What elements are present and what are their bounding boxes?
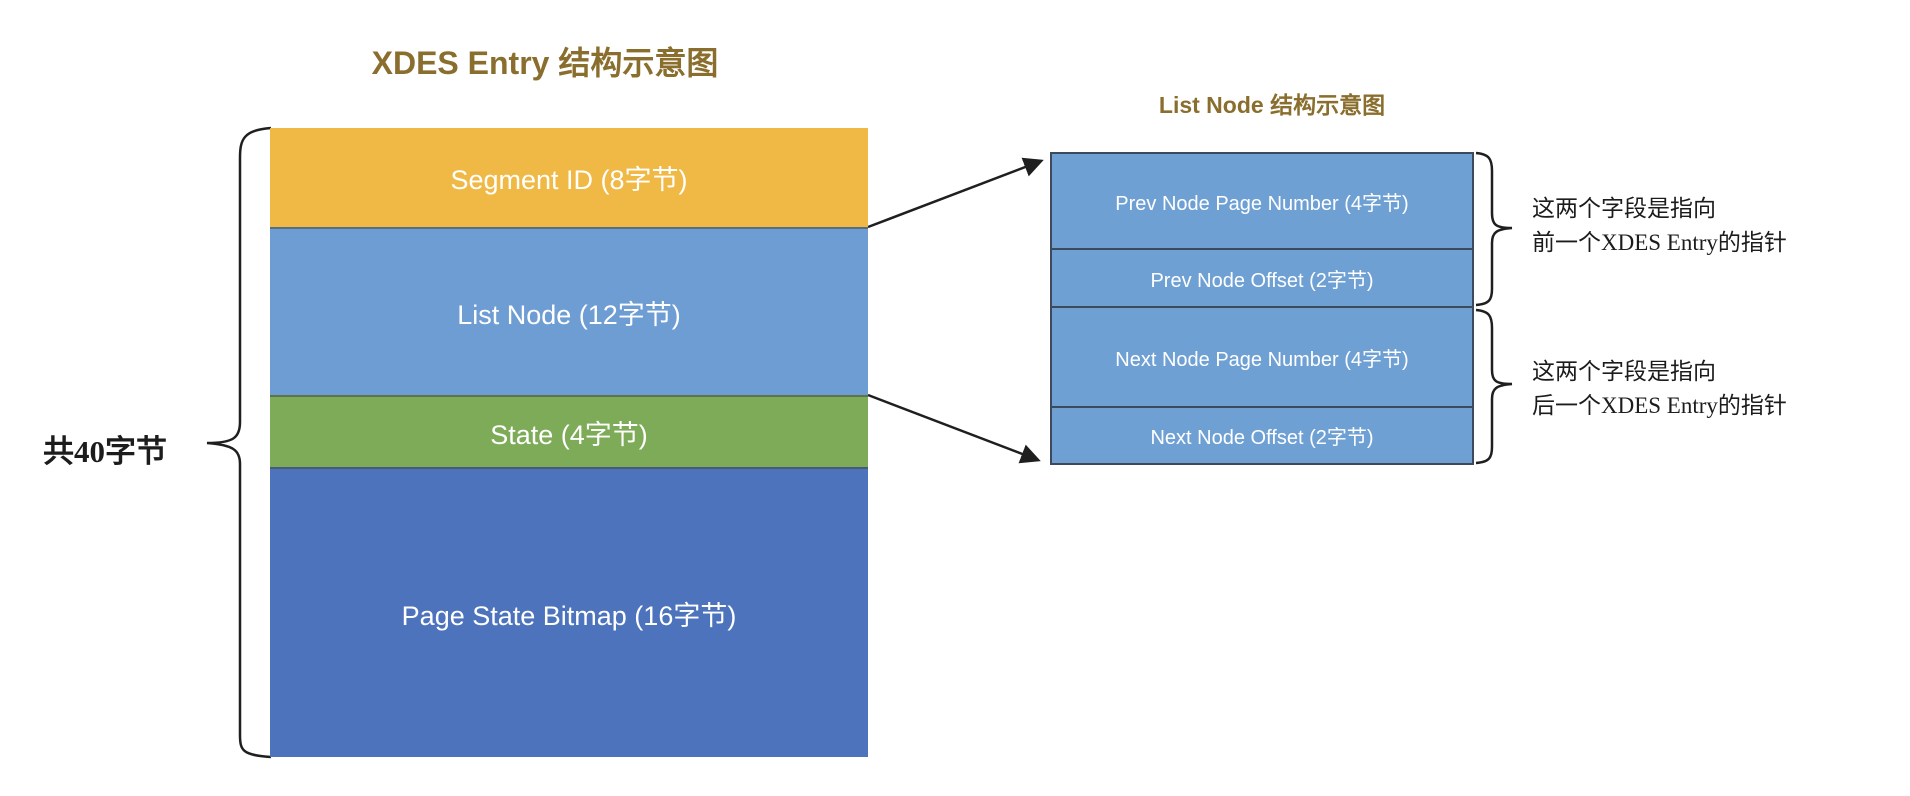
xdes-entry-title: XDES Entry 结构示意图 bbox=[371, 45, 719, 81]
next-node-page-number-label: Next Node Page Number (4字节) bbox=[1115, 348, 1409, 371]
state-label: State (4字节) bbox=[490, 419, 648, 450]
prev-pointer-annotation: 这两个字段是指向 前一个XDES Entry的指针 bbox=[1532, 192, 1910, 260]
total-bytes-label: 共40字节 bbox=[43, 434, 167, 469]
prev-pointer-annotation-line2: 前一个XDES Entry的指针 bbox=[1532, 230, 1787, 255]
state-box: State (4字节) bbox=[270, 395, 868, 467]
list-node-box: List Node (12字节) bbox=[270, 227, 868, 395]
next-fields-bracket bbox=[1475, 308, 1513, 465]
next-node-offset-label: Next Node Offset (2字节) bbox=[1150, 427, 1374, 449]
list-node-title: List Node 结构示意图 bbox=[1158, 92, 1386, 118]
page-state-bitmap-label: Page State Bitmap (16字节) bbox=[401, 600, 737, 631]
prev-node-page-number-row: Prev Node Page Number (4字节) bbox=[1052, 154, 1472, 248]
prev-node-offset-row: Prev Node Offset (2字节) bbox=[1052, 248, 1472, 306]
next-pointer-annotation-line1: 这两个字段是指向 bbox=[1532, 359, 1716, 384]
next-pointer-annotation: 这两个字段是指向 后一个XDES Entry的指针 bbox=[1532, 355, 1910, 423]
arrow-listnode-top bbox=[867, 157, 1044, 229]
prev-fields-bracket bbox=[1475, 151, 1513, 307]
total-bytes-brace bbox=[206, 126, 272, 759]
prev-node-offset-label: Prev Node Offset (2字节) bbox=[1150, 269, 1374, 292]
list-node-label: List Node (12字节) bbox=[457, 299, 681, 330]
xdes-entry-stack: Segment ID (8字节) List Node (12字节) State … bbox=[270, 128, 868, 757]
next-pointer-annotation-line2: 后一个XDES Entry的指针 bbox=[1532, 393, 1787, 418]
page-state-bitmap-box: Page State Bitmap (16字节) bbox=[270, 467, 868, 757]
segment-id-box: Segment ID (8字节) bbox=[270, 128, 868, 227]
list-node-structure: Prev Node Page Number (4字节) Prev Node Of… bbox=[1050, 152, 1474, 465]
arrow-listnode-bottom bbox=[867, 393, 1041, 464]
next-node-offset-row: Next Node Offset (2字节) bbox=[1052, 406, 1472, 463]
prev-pointer-annotation-line1: 这两个字段是指向 bbox=[1532, 196, 1716, 221]
segment-id-label: Segment ID (8字节) bbox=[450, 165, 688, 195]
next-node-page-number-row: Next Node Page Number (4字节) bbox=[1052, 306, 1472, 406]
prev-node-page-number-label: Prev Node Page Number (4字节) bbox=[1115, 192, 1409, 215]
